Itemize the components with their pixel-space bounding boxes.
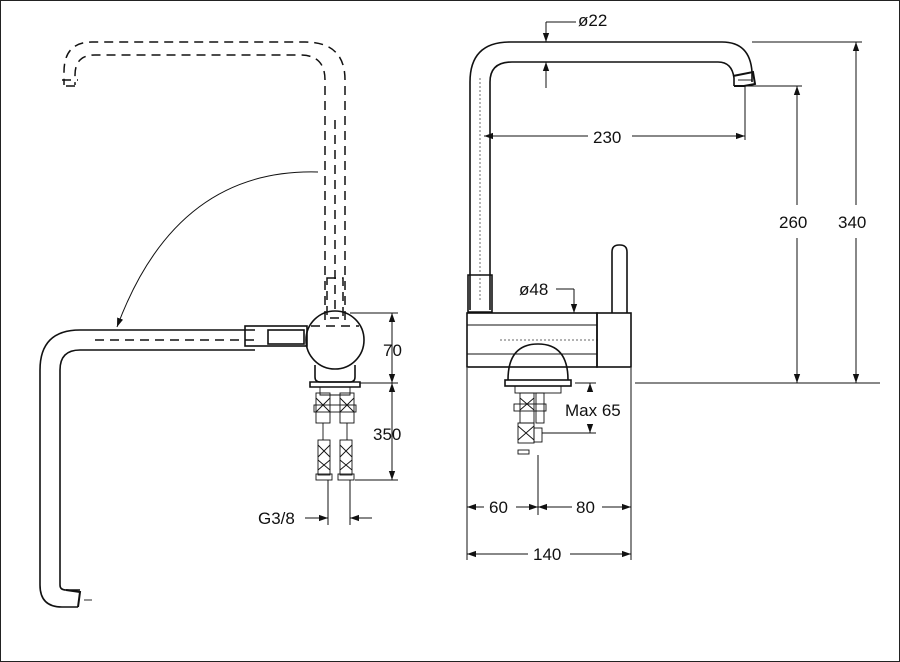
spout-upper-position-dashed bbox=[62, 41, 346, 320]
dimension-d22 bbox=[542, 21, 576, 88]
dimension-d48 bbox=[556, 288, 578, 313]
spout-lower-position bbox=[39, 325, 308, 608]
dim-60-label: 60 bbox=[489, 498, 508, 517]
dim-350-label: 350 bbox=[373, 425, 401, 444]
dim-70-label: 70 bbox=[383, 341, 402, 360]
supply-hoses-front bbox=[513, 392, 547, 455]
d22-label: ø22 bbox=[578, 11, 607, 30]
dimension-thread bbox=[305, 480, 372, 525]
dim-340-label: 340 bbox=[838, 213, 866, 232]
dim-140-label: 140 bbox=[533, 545, 561, 564]
dim-230-label: 230 bbox=[593, 128, 621, 147]
mixer-body-front bbox=[466, 244, 632, 394]
dim-80-label: 80 bbox=[576, 498, 595, 517]
rotation-arc bbox=[116, 171, 319, 328]
mixer-body-side bbox=[305, 310, 365, 396]
right-front-view: ø22 230 260 340 ø48 bbox=[466, 11, 880, 564]
thread-label: G3/8 bbox=[258, 509, 295, 528]
left-side-view: 70 350 G3/8 bbox=[39, 41, 402, 608]
spout-front bbox=[467, 41, 757, 313]
dimension-230 bbox=[484, 86, 746, 140]
dimension-max65 bbox=[542, 382, 596, 434]
dimension-260-340 bbox=[635, 41, 880, 384]
dimension-70-350 bbox=[350, 312, 398, 481]
d48-label: ø48 bbox=[519, 280, 548, 299]
dimension-60-80-140 bbox=[466, 368, 632, 560]
dim-260-label: 260 bbox=[779, 213, 807, 232]
supply-hoses-left bbox=[313, 392, 357, 481]
max65-label: Max 65 bbox=[565, 401, 621, 420]
